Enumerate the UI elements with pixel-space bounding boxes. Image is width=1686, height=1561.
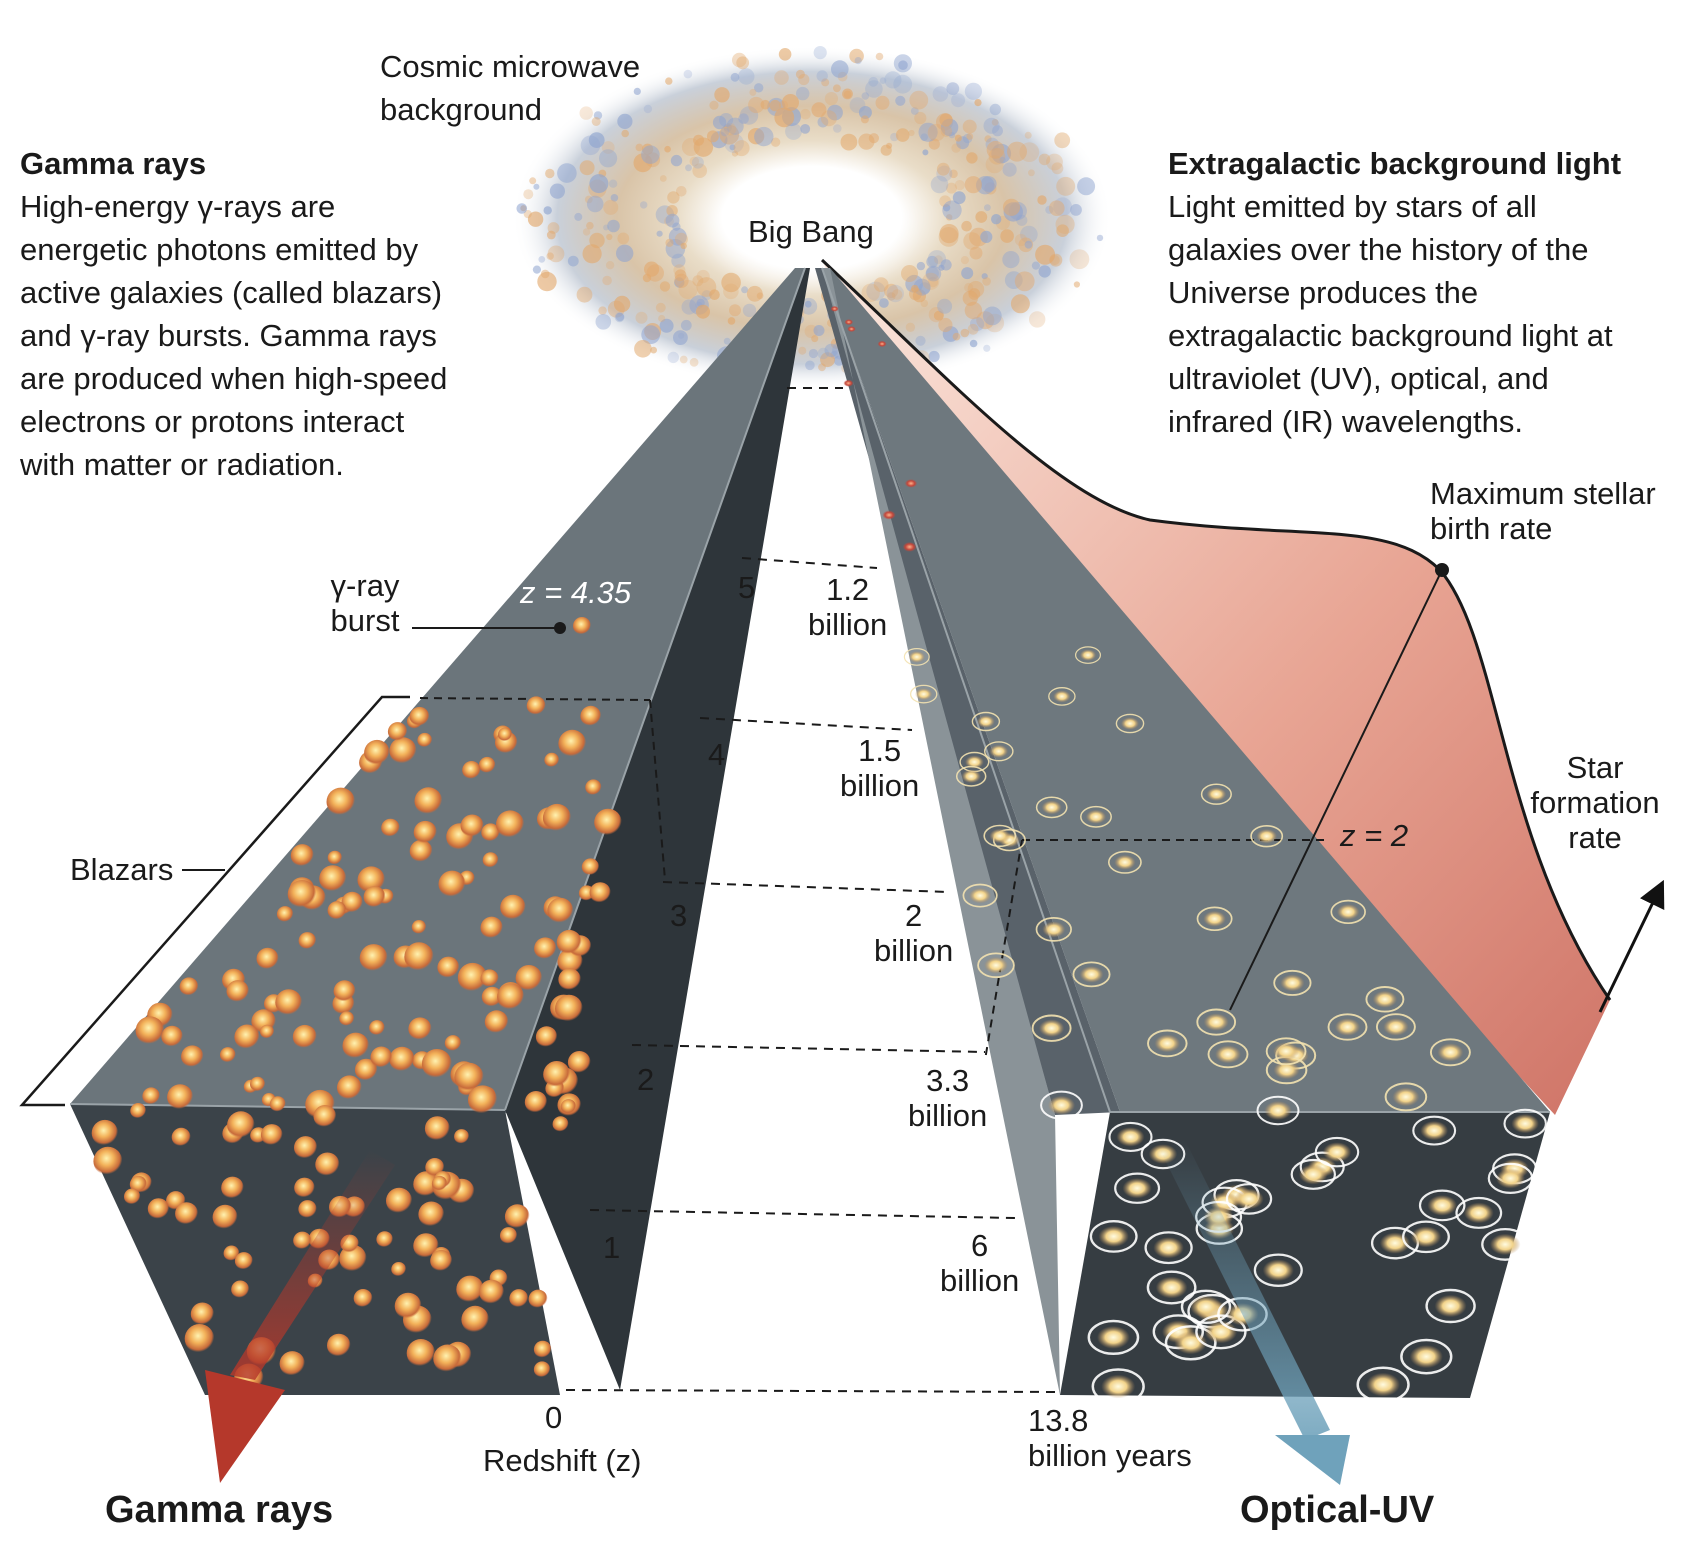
gamma-panel-line: are produced when high-speed	[20, 361, 448, 396]
sfr-axis-arrow	[1598, 879, 1665, 1013]
gamma-panel-line: electrons or protons interact	[20, 404, 405, 439]
gamma-panel-line: active galaxies (called blazars)	[20, 275, 443, 310]
optical-tunnel	[815, 267, 1550, 1485]
time-tick-value: 3.3	[926, 1063, 970, 1098]
grb-label: γ-ray burst	[310, 568, 420, 638]
sfr-peak-label-line1: Maximum stellar	[1430, 476, 1656, 511]
redshift-tick-label: 2	[637, 1062, 655, 1097]
gamma-tunnel	[69, 267, 810, 1483]
gamma-panel-line: and γ-ray bursts. Gamma rays	[20, 318, 437, 353]
gamma-panel-line: with matter or radiation.	[20, 447, 344, 482]
sfr-label-line2: formation	[1530, 785, 1660, 820]
ebl-panel-line: infrared (IR) wavelengths.	[1168, 404, 1523, 439]
sfr-label-line1: Star	[1566, 750, 1624, 785]
sfr-peak-leader	[1229, 569, 1443, 1011]
time-tick-value: 6	[971, 1228, 989, 1263]
ebl-panel-line: galaxies over the history of the	[1168, 232, 1589, 267]
sfr-peak-label: Maximum stellar birth rate	[1430, 476, 1656, 546]
cmb-label-line1: Cosmic microwave	[380, 49, 641, 84]
ebl-panel-line: extragalactic background light at	[1168, 318, 1613, 353]
time-tick-unit: billion years	[1028, 1438, 1192, 1473]
ebl-panel: Extragalactic background light Light emi…	[1168, 142, 1668, 443]
sfr-curve	[820, 258, 1612, 1001]
grb-dot	[554, 622, 566, 634]
ebl-panel-line: ultraviolet (UV), optical, and	[1168, 361, 1549, 396]
cmb-label: Cosmic microwave background	[380, 45, 670, 131]
ebl-panel-title: Extragalactic background light	[1168, 146, 1622, 181]
blazars-label: Blazars	[70, 852, 174, 887]
grb-label-line1: γ-ray	[330, 568, 400, 603]
time-tick-unit: billion	[874, 933, 954, 968]
redshift-tick-label: 0	[545, 1400, 563, 1435]
time-tick-value: 1.2	[826, 572, 870, 607]
time-tick-unit: billion	[840, 768, 920, 803]
sfr-peak-dot	[1435, 563, 1449, 577]
redshift-tick-label: 3	[670, 898, 688, 933]
grb-z-label: z = 4.35	[520, 575, 632, 610]
grb-label-line2: burst	[330, 603, 400, 638]
ebl-panel-line: Light emitted by stars of all	[1168, 189, 1537, 224]
cmb-label-line2: background	[380, 92, 543, 127]
ebl-panel-line: Universe produces the	[1168, 275, 1479, 310]
time-tick-value: 1.5	[858, 733, 902, 768]
time-tick-unit: billion	[908, 1098, 988, 1133]
gamma-output-label: Gamma rays	[105, 1489, 334, 1531]
gamma-panel-line: energetic photons emitted by	[20, 232, 419, 267]
redshift-tick-label: 1	[603, 1230, 621, 1265]
gamma-panel: Gamma rays High-energy γ-rays are energet…	[20, 142, 500, 486]
optical-output-arrow	[1275, 1435, 1350, 1485]
redshift-tick-label: 5	[738, 570, 756, 605]
gamma-panel-title: Gamma rays	[20, 146, 207, 181]
link-lines	[565, 387, 1059, 1393]
sfr-label: Star formation rate	[1520, 750, 1670, 855]
sfr-peak-label-line2: birth rate	[1430, 511, 1553, 546]
sfr-area	[822, 260, 1610, 1115]
blazars-bracket	[19, 695, 410, 1107]
redshift-tick-label: 4	[708, 737, 726, 772]
sfr-z-label: z = 2	[1340, 818, 1409, 853]
optical-output-label: Optical-UV	[1240, 1489, 1435, 1531]
time-tick-unit: billion	[808, 607, 888, 642]
gamma-output-arrow	[205, 1370, 285, 1483]
time-tick-unit: billion	[940, 1263, 1020, 1298]
time-tick-value: 13.8	[1028, 1403, 1089, 1438]
time-tick-value: 2	[905, 898, 923, 933]
sfr-label-line3: rate	[1568, 820, 1622, 855]
redshift-axis-label: Redshift (z)	[483, 1443, 642, 1478]
big-bang-label: Big Bang	[748, 214, 874, 249]
gamma-panel-line: High-energy γ-rays are	[20, 189, 336, 224]
